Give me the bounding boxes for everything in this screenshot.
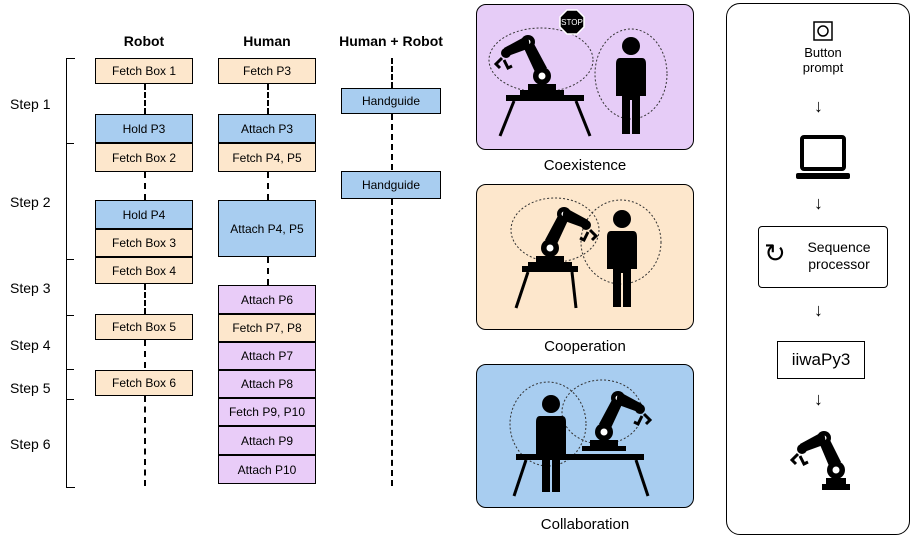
human-robot-timeline (391, 114, 393, 170)
coexistence-caption: Coexistence (543, 157, 627, 174)
robot-task: Fetch Box 6 (95, 370, 193, 396)
human-robot-column-header: Human + Robot (339, 33, 443, 49)
step-label: Step 2 (10, 194, 51, 210)
laptop-icon (796, 135, 850, 179)
down-arrow-icon: ↓ (814, 389, 823, 409)
step-label: Step 1 (10, 96, 51, 112)
human-task: Attach P10 (218, 455, 316, 484)
step-label: Step 3 (10, 280, 51, 296)
robot-timeline (144, 396, 146, 486)
handguide-task: Handguide (341, 171, 441, 199)
steps-bracket (66, 58, 75, 488)
stop-sign-label: STOP (561, 18, 583, 27)
handguide-task: Handguide (341, 88, 441, 114)
human-task: Attach P8 (218, 370, 316, 398)
human-task: Fetch P9, P10 (218, 398, 316, 426)
human-task: Attach P7 (218, 342, 316, 370)
robot-timeline (144, 340, 146, 368)
human-timeline (267, 84, 269, 114)
cooperation-panel (476, 184, 694, 330)
human-task: Attach P9 (218, 426, 316, 455)
step-divider (66, 143, 74, 144)
robot-task: Fetch Box 5 (95, 314, 193, 340)
cooperation-caption: Cooperation (544, 338, 626, 355)
collaboration-panel (476, 364, 694, 508)
human-robot-timeline (391, 58, 393, 88)
down-arrow-icon: ↓ (814, 300, 823, 320)
robot-timeline (144, 84, 146, 114)
human-robot-timeline (391, 199, 393, 486)
robot-task: Hold P4 (95, 200, 193, 229)
robot-task: Fetch Box 4 (95, 257, 193, 284)
human-task: Attach P4, P5 (218, 200, 316, 257)
human-timeline (267, 172, 269, 200)
step-divider (66, 259, 74, 260)
robot-timeline (144, 284, 146, 314)
step-divider (66, 369, 74, 370)
robot-task: Fetch Box 2 (95, 143, 193, 172)
step-label: Step 6 (10, 436, 51, 452)
robot-task: Fetch Box 3 (95, 229, 193, 257)
step-divider (66, 399, 74, 400)
iiwapy3-box (777, 341, 865, 379)
human-timeline (267, 257, 269, 285)
down-arrow-icon: ↓ (814, 193, 823, 213)
human-task: Attach P6 (218, 285, 316, 314)
collaboration-caption: Collaboration (540, 516, 630, 533)
human-task: Fetch P3 (218, 58, 316, 84)
human-task: Fetch P4, P5 (218, 143, 316, 172)
refresh-icon: ↻ (764, 238, 786, 268)
robot-column-header: Robot (123, 33, 165, 49)
sequence-processor-box (758, 226, 888, 288)
robot-task: Fetch Box 1 (95, 58, 193, 84)
sequence-processor-label: Sequence processor (807, 239, 871, 272)
human-task: Fetch P7, P8 (218, 314, 316, 342)
down-arrow-icon: ↓ (814, 96, 823, 116)
cooperation-illustration (510, 197, 662, 309)
robot-timeline (144, 172, 146, 200)
step-label: Step 4 (10, 337, 51, 353)
robot-arm-icon (789, 431, 850, 490)
human-column-header: Human (243, 33, 291, 49)
collaboration-illustration (509, 379, 652, 497)
step-label: Step 5 (10, 380, 51, 396)
robot-task: Hold P3 (95, 114, 193, 143)
human-task: Attach P3 (218, 114, 316, 143)
iiwapy3-label: iiwaPy3 (791, 350, 851, 369)
step-divider (66, 315, 74, 316)
button-prompt-label: Button prompt (802, 45, 844, 75)
coexistence-illustration: STOP (488, 9, 668, 137)
button-icon (813, 21, 833, 41)
